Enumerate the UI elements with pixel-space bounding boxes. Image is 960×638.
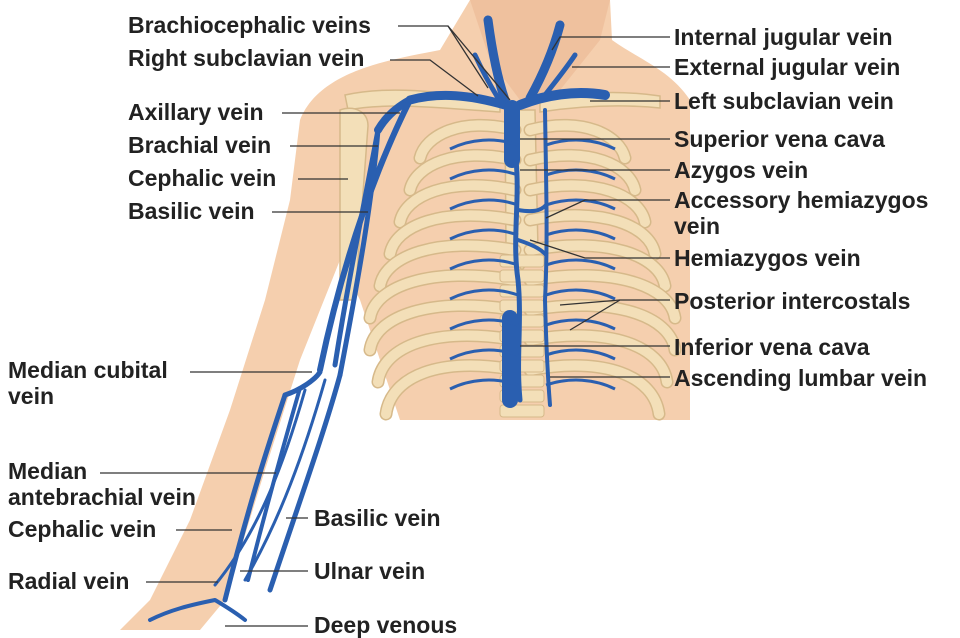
label-left-subclavian-vein: Left subclavian vein xyxy=(674,88,894,114)
basilic-vein-upper xyxy=(337,127,381,378)
intercostal-vein-right xyxy=(449,138,519,151)
label-axillary-vein: Axillary vein xyxy=(128,99,264,125)
label-median-antebrachial-vein: Median antebrachial vein xyxy=(8,458,196,510)
hemiazygos-vein xyxy=(543,108,552,407)
intercostal-vein-left xyxy=(545,318,616,331)
rib-right-fill xyxy=(395,180,520,227)
label-accessory-hemiazygos-vein: Accessory hemiazygos vein xyxy=(674,187,929,239)
vertebra xyxy=(499,269,545,283)
vertebra xyxy=(499,404,545,418)
external-jugular-vein-right xyxy=(472,52,501,101)
rib-right-fill xyxy=(415,120,520,163)
basilic-vein-lower xyxy=(267,372,343,593)
label-median-cubital-vein: Median cubital vein xyxy=(8,357,168,409)
posterior-intercostal-veins xyxy=(449,138,616,391)
rib-right-fill xyxy=(373,330,520,387)
median-cubital-vein xyxy=(282,369,323,398)
leader-accessory-hemiazygos xyxy=(545,199,670,219)
rib-right-fill xyxy=(375,240,520,291)
label-brachiocephalic-veins: Brachiocephalic veins xyxy=(128,12,371,38)
intercostal-vein-left xyxy=(545,198,616,211)
label-external-jugular-vein: External jugular vein xyxy=(674,54,901,80)
label-brachial-vein: Brachial vein xyxy=(128,132,272,158)
label-right-subclavian-vein: Right subclavian vein xyxy=(128,45,365,71)
intercostal-vein-right xyxy=(449,288,519,301)
label-posterior-intercostals: Posterior intercostals xyxy=(674,288,911,314)
label-superior-vena-cava: Superior vena cava xyxy=(674,126,885,152)
label-internal-jugular-vein: Internal jugular vein xyxy=(674,24,893,50)
rib-left-fill xyxy=(525,210,660,259)
ulnar-vein xyxy=(243,378,327,582)
neck-shadow xyxy=(470,0,610,100)
label-radial-vein: Radial vein xyxy=(8,568,130,594)
intercostal-vein-right xyxy=(449,168,519,181)
intercostal-vein-left xyxy=(545,228,616,241)
label-ulnar-vein: Ulnar vein xyxy=(314,558,426,584)
leader-hemiazygos xyxy=(529,239,670,259)
label-cephalic-vein-lower: Cephalic vein xyxy=(8,516,157,542)
leader-right-subclavian xyxy=(390,59,479,97)
rib-right-fill xyxy=(405,150,520,195)
rib-left-fill xyxy=(525,360,664,419)
hemiazygos-connector xyxy=(516,238,548,257)
label-cephalic-vein-upper: Cephalic vein xyxy=(128,165,277,191)
label-basilic-vein-upper: Basilic vein xyxy=(128,198,255,224)
rib-right-fill xyxy=(381,360,520,419)
intercostal-vein-right xyxy=(449,228,519,241)
vertebra xyxy=(499,299,545,313)
rib-left-fill xyxy=(525,180,650,227)
internal-jugular-vein-left xyxy=(525,20,565,103)
rib-left-fill xyxy=(525,150,640,195)
rib-right-fill xyxy=(365,300,520,355)
intercostal-vein-left xyxy=(545,348,616,361)
rib-cage xyxy=(363,118,682,421)
intercostal-vein-right xyxy=(449,258,519,271)
intercostal-vein-left xyxy=(545,378,616,391)
intercostal-vein-left xyxy=(545,288,616,301)
rib-left-fill xyxy=(525,270,680,323)
intercostal-vein-right xyxy=(449,198,519,211)
intercostal-vein-right xyxy=(449,378,519,391)
right-subclavian-vein xyxy=(405,90,510,110)
label-hemiazygos-vein: Hemiazygos vein xyxy=(674,245,861,271)
left-subclavian-vein xyxy=(515,88,610,110)
leader-internal-jugular xyxy=(551,36,670,51)
cephalic-vein-lower xyxy=(222,392,288,603)
radial-vein xyxy=(213,388,307,587)
label-deep-venous: Deep venous xyxy=(314,612,458,638)
rib-right-fill xyxy=(385,210,520,259)
intercostal-vein-right xyxy=(449,348,519,361)
label-azygos-vein: Azygos vein xyxy=(674,157,809,183)
deep-venous-palmar-arch xyxy=(148,598,247,622)
rib-left-fill xyxy=(525,240,670,291)
leader-lines xyxy=(100,25,670,627)
intercostal-vein-right xyxy=(449,318,519,331)
intercostal-vein-left xyxy=(545,138,616,151)
accessory-hemiazygos-connector xyxy=(516,203,548,214)
rib-right-fill xyxy=(365,270,520,323)
rib-left-fill xyxy=(525,300,680,355)
leader-brachiocephalic-2 xyxy=(447,25,511,101)
azygos-vein xyxy=(513,157,523,403)
leader-posterior-intercostals-2 xyxy=(559,299,621,306)
label-basilic-vein-lower: Basilic vein xyxy=(314,505,441,531)
label-inferior-vena-cava: Inferior vena cava xyxy=(674,334,870,360)
intercostal-vein-left xyxy=(545,258,616,271)
label-ascending-lumbar-vein: Ascending lumbar vein xyxy=(674,365,928,391)
internal-jugular-vein-right xyxy=(483,15,510,105)
rib-left-fill xyxy=(525,330,672,387)
